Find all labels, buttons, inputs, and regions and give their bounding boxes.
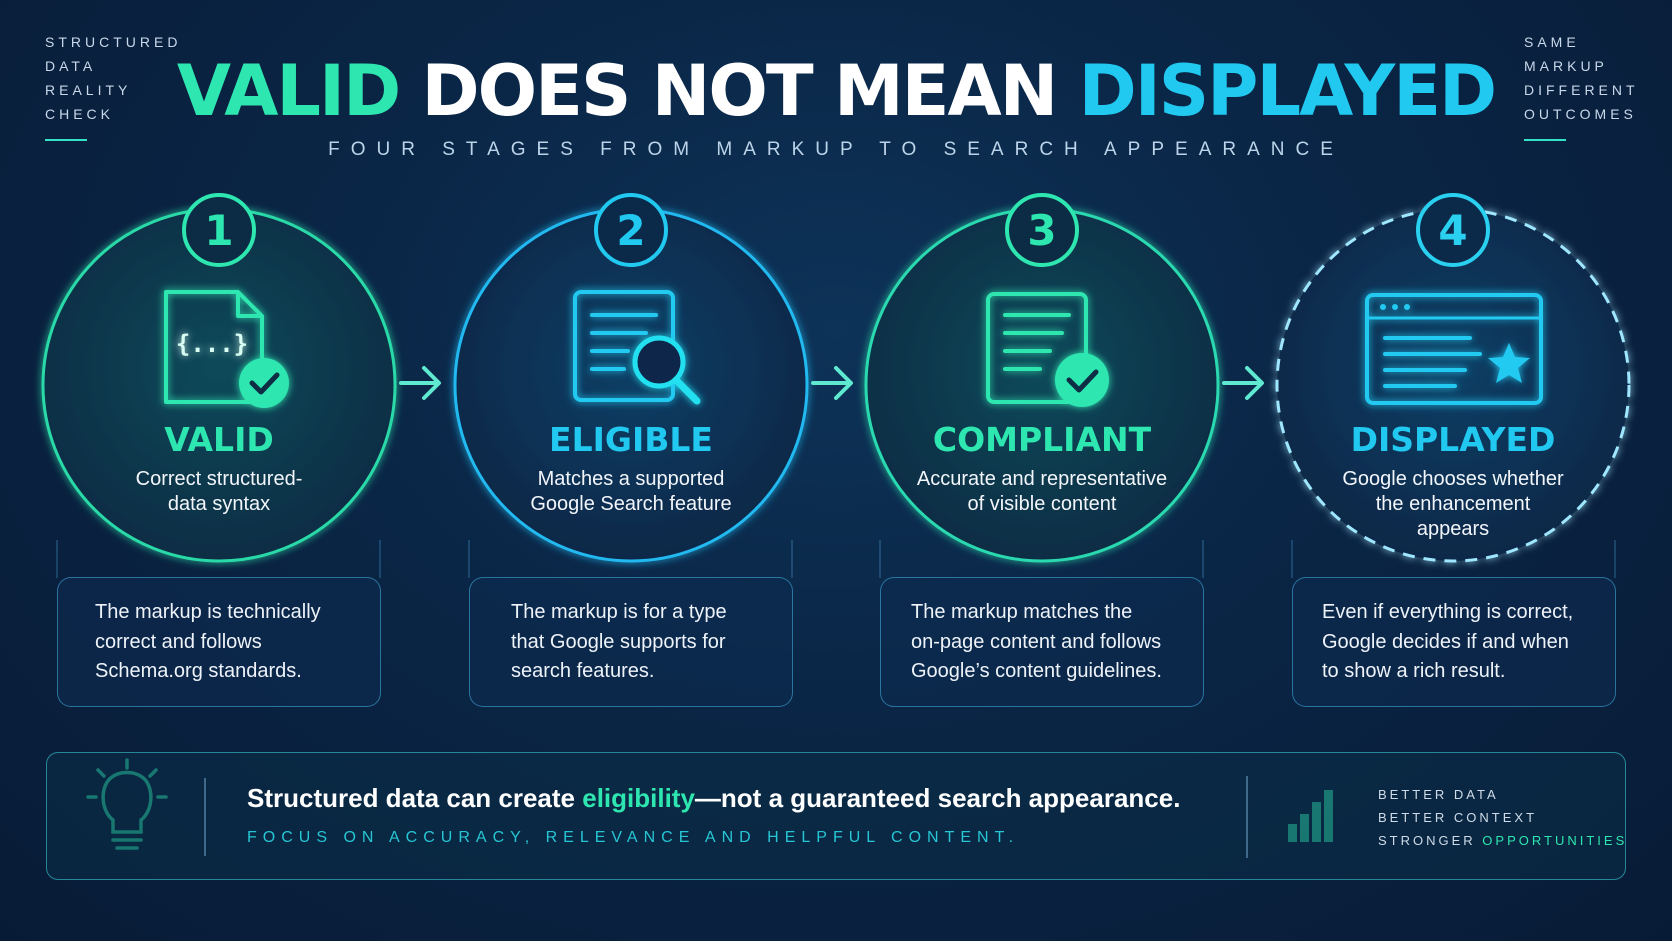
- outcome-list: BETTER DATA BETTER CONTEXT STRONGER OPPO…: [1378, 787, 1628, 848]
- stage-3-circle: [864, 193, 1220, 563]
- stage-4-description: Even if everything is correct, Google de…: [1322, 601, 1574, 682]
- key-submessage: FOCUS ON ACCURACY, RELEVANCE AND HELPFUL…: [247, 829, 1020, 846]
- title-middle: DOES NOT MEAN: [399, 50, 1079, 132]
- stage-1-subtitle: Correct structured- data syntax: [135, 468, 303, 515]
- step-number-2: 2: [616, 206, 645, 255]
- stage-3-subtitle: Accurate and representative of visible c…: [916, 468, 1168, 515]
- step-number-3: 3: [1027, 206, 1056, 255]
- stage-3-title: COMPLIANT: [932, 420, 1152, 459]
- stage-3-description: The markup matches the on-page content a…: [911, 601, 1162, 682]
- document-search-icon: [573, 290, 701, 405]
- arrow-right-icon: [811, 366, 853, 400]
- code-document-check-icon: {...}: [164, 290, 289, 408]
- corner-rule-left: [45, 139, 87, 141]
- document-check-icon: [986, 292, 1109, 407]
- title-valid: VALID: [176, 50, 401, 132]
- step-number-1: 1: [204, 206, 233, 255]
- stage-1-circle: [41, 193, 397, 563]
- corner-rule-right: [1524, 139, 1566, 141]
- stage-2-title: ELIGIBLE: [549, 420, 713, 459]
- page-subtitle: FOUR STAGES FROM MARKUP TO SEARCH APPEAR…: [328, 139, 1344, 160]
- corner-label-right: SAME MARKUP DIFFERENT OUTCOMES: [1524, 34, 1639, 122]
- stage-1-description: The markup is technically correct and fo…: [95, 601, 321, 682]
- key-message: Structured data can create eligibility—n…: [247, 783, 1181, 813]
- title-displayed: DISPLAYED: [1078, 50, 1498, 132]
- browser-star-icon: [1365, 293, 1543, 405]
- arrow-right-icon: [399, 366, 441, 400]
- arrow-right-icon: [1222, 366, 1264, 400]
- bottom-banner: [46, 752, 1626, 880]
- divider: [204, 778, 206, 856]
- stage-2-description: The markup is for a type that Google sup…: [511, 601, 727, 682]
- page-title: VALID DOES NOT MEAN DISPLAYED: [0, 50, 1672, 132]
- stage-2-subtitle: Matches a supported Google Search featur…: [530, 468, 732, 515]
- svg-text:{...}: {...}: [176, 330, 248, 358]
- step-number-4: 4: [1438, 206, 1467, 255]
- stage-2-circle: [453, 193, 809, 563]
- stage-4-title: DISPLAYED: [1350, 420, 1556, 459]
- stage-1-title: VALID: [164, 420, 274, 459]
- stage-2-card: [469, 577, 793, 707]
- stage-3-card: [880, 577, 1204, 707]
- corner-label-left: STRUCTURED DATA REALITY CHECK: [45, 34, 182, 122]
- stage-4-card: [1292, 577, 1616, 707]
- stage-4-subtitle: Google chooses whether the enhancement a…: [1342, 468, 1564, 540]
- divider: [1246, 776, 1248, 858]
- stage-1-card: [57, 577, 381, 707]
